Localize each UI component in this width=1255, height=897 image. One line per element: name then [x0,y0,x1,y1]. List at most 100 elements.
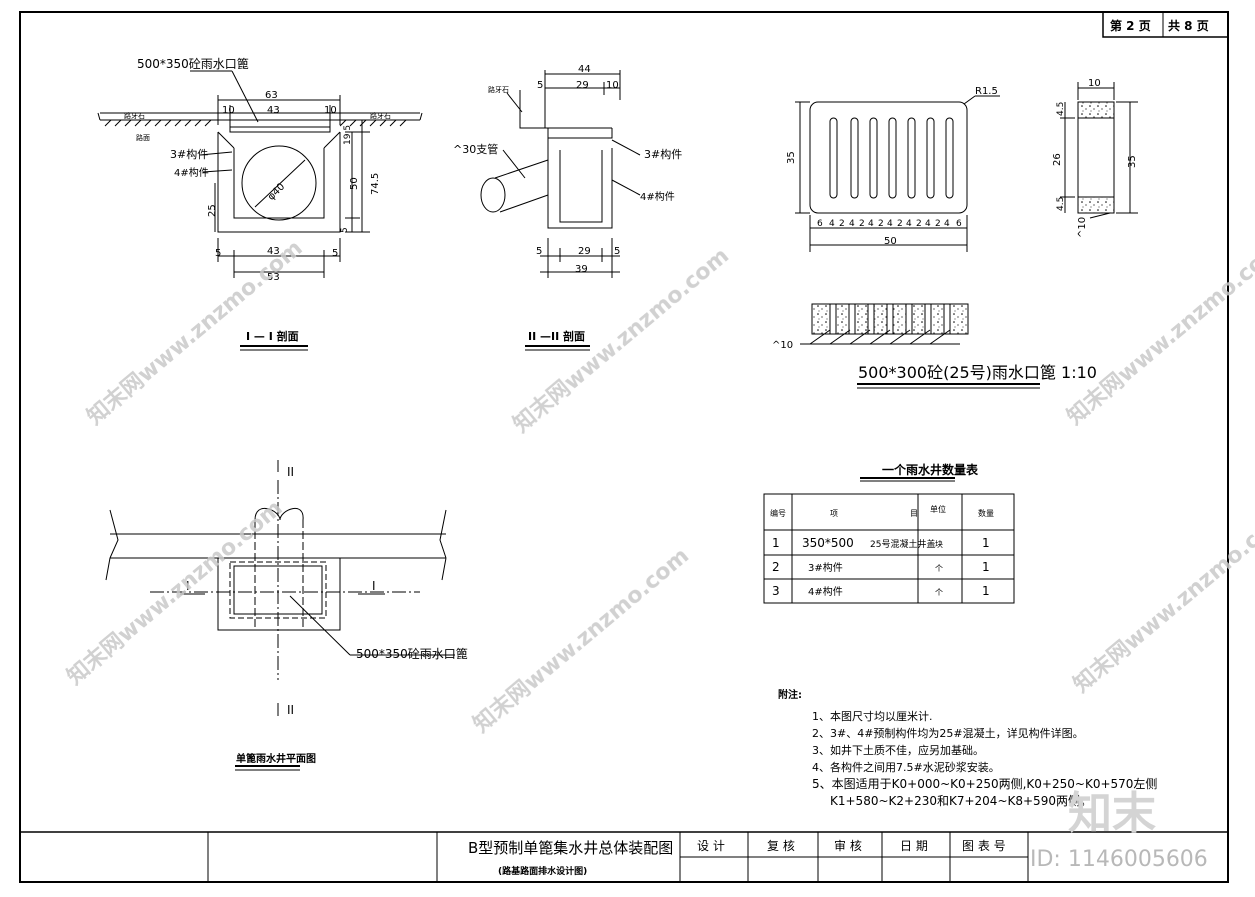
part3-label: 3#构件 [170,147,208,161]
section-2-2 [480,70,641,351]
grate-spacing-9: 4 [906,219,912,229]
part4-label: 4#构件 [174,166,209,179]
grate-section-label: ^10 [772,340,793,351]
table-header-unit: 单位 [930,504,946,514]
note-2: 2、3#、4#预制构件均为25#混凝土，详见构件详图。 [812,726,1084,740]
watermark-3: 知末网www.znzmo.com [1062,235,1255,430]
quantity-table [763,477,1015,604]
table-row-3-no: 3 [772,584,780,598]
plan-view [105,460,455,771]
grate-spacing-5: 4 [868,219,874,229]
table-row-1-no: 1 [772,536,780,550]
plan-section-I-left: I [186,579,190,593]
dim-5-right: 5 [340,227,350,233]
plan-section-II-top: II [287,465,294,479]
table-row-2-unit: 个 [935,564,943,573]
table-row-2-no: 2 [772,560,780,574]
grate-spacing-row: 6 4 2 4 2 4 2 4 2 4 2 4 2 4 6 [817,219,962,229]
grate-width-50: 50 [884,236,897,247]
watermark-5: 知末网www.znzmo.com [468,543,694,738]
drawing-title: B型预制单篦集水井总体装配图 [468,839,673,857]
grate-spacing-11: 4 [925,219,931,229]
plan-title: 单篦雨水井平面图 [236,752,316,765]
grate-spacing-10: 2 [916,219,922,229]
drawing-frame [19,11,1229,883]
table-row-3-unit: 个 [935,588,943,597]
notes-heading: 附注: [778,688,802,701]
title-block [20,831,1228,882]
table-header-no: 编号 [770,508,786,518]
curb-label-2: 路牙石 [488,85,509,94]
grate-title: 500*300砼(25号)雨水口篦 1:10 [858,363,1097,382]
dim-5-b2: 5 [614,246,620,257]
dim-44: 44 [578,64,591,75]
dim-74-5: 74.5 [370,173,381,195]
plan-section-I-right: I [372,579,376,593]
tb-review: 审 核 [834,838,862,853]
grate-spacing-12: 2 [935,219,941,229]
dim-43: 43 [267,105,280,116]
note-1: 1、本图尺寸均以厘米计. [812,709,933,723]
tb-check: 复 核 [767,839,795,853]
dim-29-top: 29 [576,80,589,91]
watermark-4: 知末网www.znzmo.com [62,495,288,690]
grate-spacing-4: 2 [859,219,865,229]
table-row-1-item2: 25号混凝土井盖 [870,538,935,550]
page-indicator: 第 2 页 共 8 页 [1102,11,1229,38]
note-3: 3、如井下土质不佳，应另加基础。 [812,743,984,757]
table-header-qty: 数量 [978,508,994,518]
dim-29-bottom: 29 [578,246,591,257]
dim-5-top: 5 [537,80,543,91]
table-row-3-qty: 1 [982,584,990,598]
part4-label-2: 4#构件 [640,190,675,203]
curb-left-label: 路牙石 [124,111,145,120]
grate-section [800,303,1040,389]
grate-plan [795,95,1000,252]
section-1-1 [97,70,423,351]
dim-5-bottom-left: 5 [215,248,221,259]
drawing-subtitle: (路基路面排水设计图) [498,865,587,877]
grate-radius: R1.5 [975,86,998,97]
table-row-1-unit: 块 [935,539,943,549]
page-total: 共 8 页 [1168,18,1209,33]
table-row-2-item: 3#构件 [808,561,843,574]
watermark-logo: 知末 [1068,788,1156,839]
dim-10-top: 10 [606,80,619,91]
table-row-1-item: 350*500 [802,536,854,550]
note-5: 5、本图适用于K0+000~K0+250两侧,K0+250~K0+570左侧 [812,776,1157,791]
section-2-title: II —II 剖面 [528,329,585,343]
dim-5-bottom-right: 5 [332,248,338,259]
table-row-3-item: 4#构件 [808,585,843,598]
grate-spacing-6: 2 [878,219,884,229]
table-title: 一个雨水井数量表 [882,462,979,477]
top-grate-label: 500*350砼雨水口篦 [137,56,249,71]
plan-section-II-bottom: II [287,703,294,717]
dim-53: 53 [267,272,280,283]
side-dim-4-5b: 4.5 [1056,197,1066,211]
dim-19-5: 19.5 [343,125,353,145]
note-5-cont: K1+580~K2+230和K7+204~K8+590两侧。 [830,794,1092,808]
tb-date: 日 期 [900,839,928,853]
grate-side-view [1060,82,1138,219]
dim-43-bottom: 43 [267,246,280,257]
dim-63: 63 [265,90,278,101]
side-dim-26: 26 [1052,153,1063,166]
grate-spacing-8: 2 [897,219,903,229]
table-header-item2: 目 [910,509,918,518]
grate-spacing-13: 4 [944,219,950,229]
table-header-item: 项 [830,509,838,518]
table-row-1-qty: 1 [982,536,990,550]
section-1-title: I — I 剖面 [246,329,299,343]
table-row-2-qty: 1 [982,560,990,574]
grate-spacing-7: 4 [887,219,893,229]
side-dim-35: 35 [1127,155,1138,168]
pipe-label: ^30支管 [453,142,498,156]
dim-5-b1: 5 [536,246,542,257]
watermark-id: ID: 1146005606 [1030,847,1208,872]
grate-spacing-2: 2 [839,219,845,229]
dim-10-right: 10 [324,105,337,116]
side-dim-10b: ^10 [1077,217,1088,238]
watermark-layer: 知末网www.znzmo.com 知末网www.znzmo.com 知末网www… [62,235,1255,738]
side-dim-4-5a: 4.5 [1056,102,1066,116]
